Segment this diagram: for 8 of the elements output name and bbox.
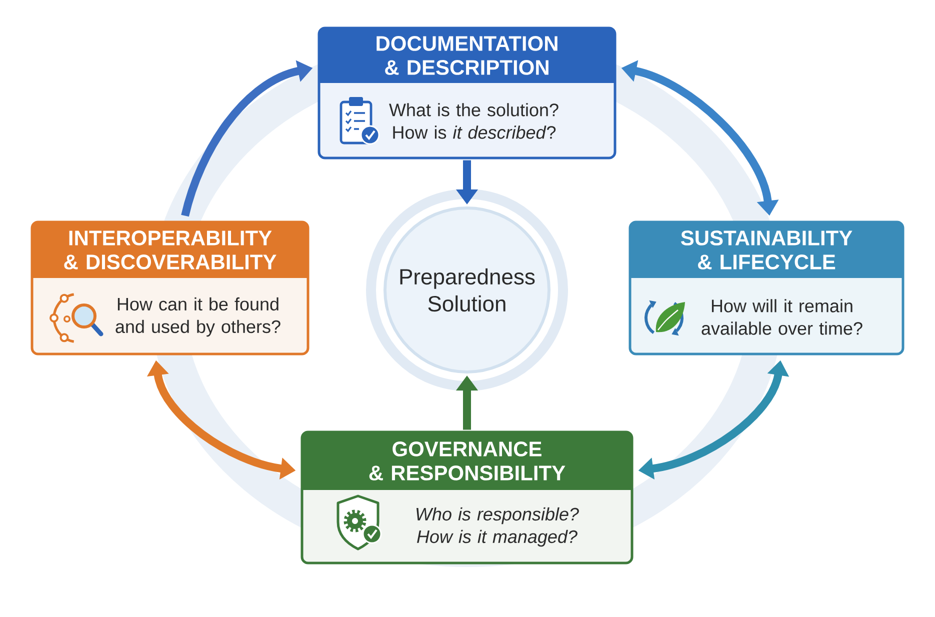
question-text: What is the solution? How is it described? [389,103,558,139]
heading-band: GOVERNANCE & RESPONSIBILITY [302,432,632,490]
question-text: Who is responsible? How is it managed? [416,507,579,547]
heading-band: INTEROPERABILITY & DISCOVERABILITY [32,222,308,278]
heading-band: DOCUMENTATION & DESCRIPTION [319,28,615,83]
heading-band: SUSTAINABILITY & LIFECYCLE [630,222,903,278]
question-text: How will it remain available over time? [702,299,862,335]
question-text: How can it be found and used by others? [116,297,280,337]
